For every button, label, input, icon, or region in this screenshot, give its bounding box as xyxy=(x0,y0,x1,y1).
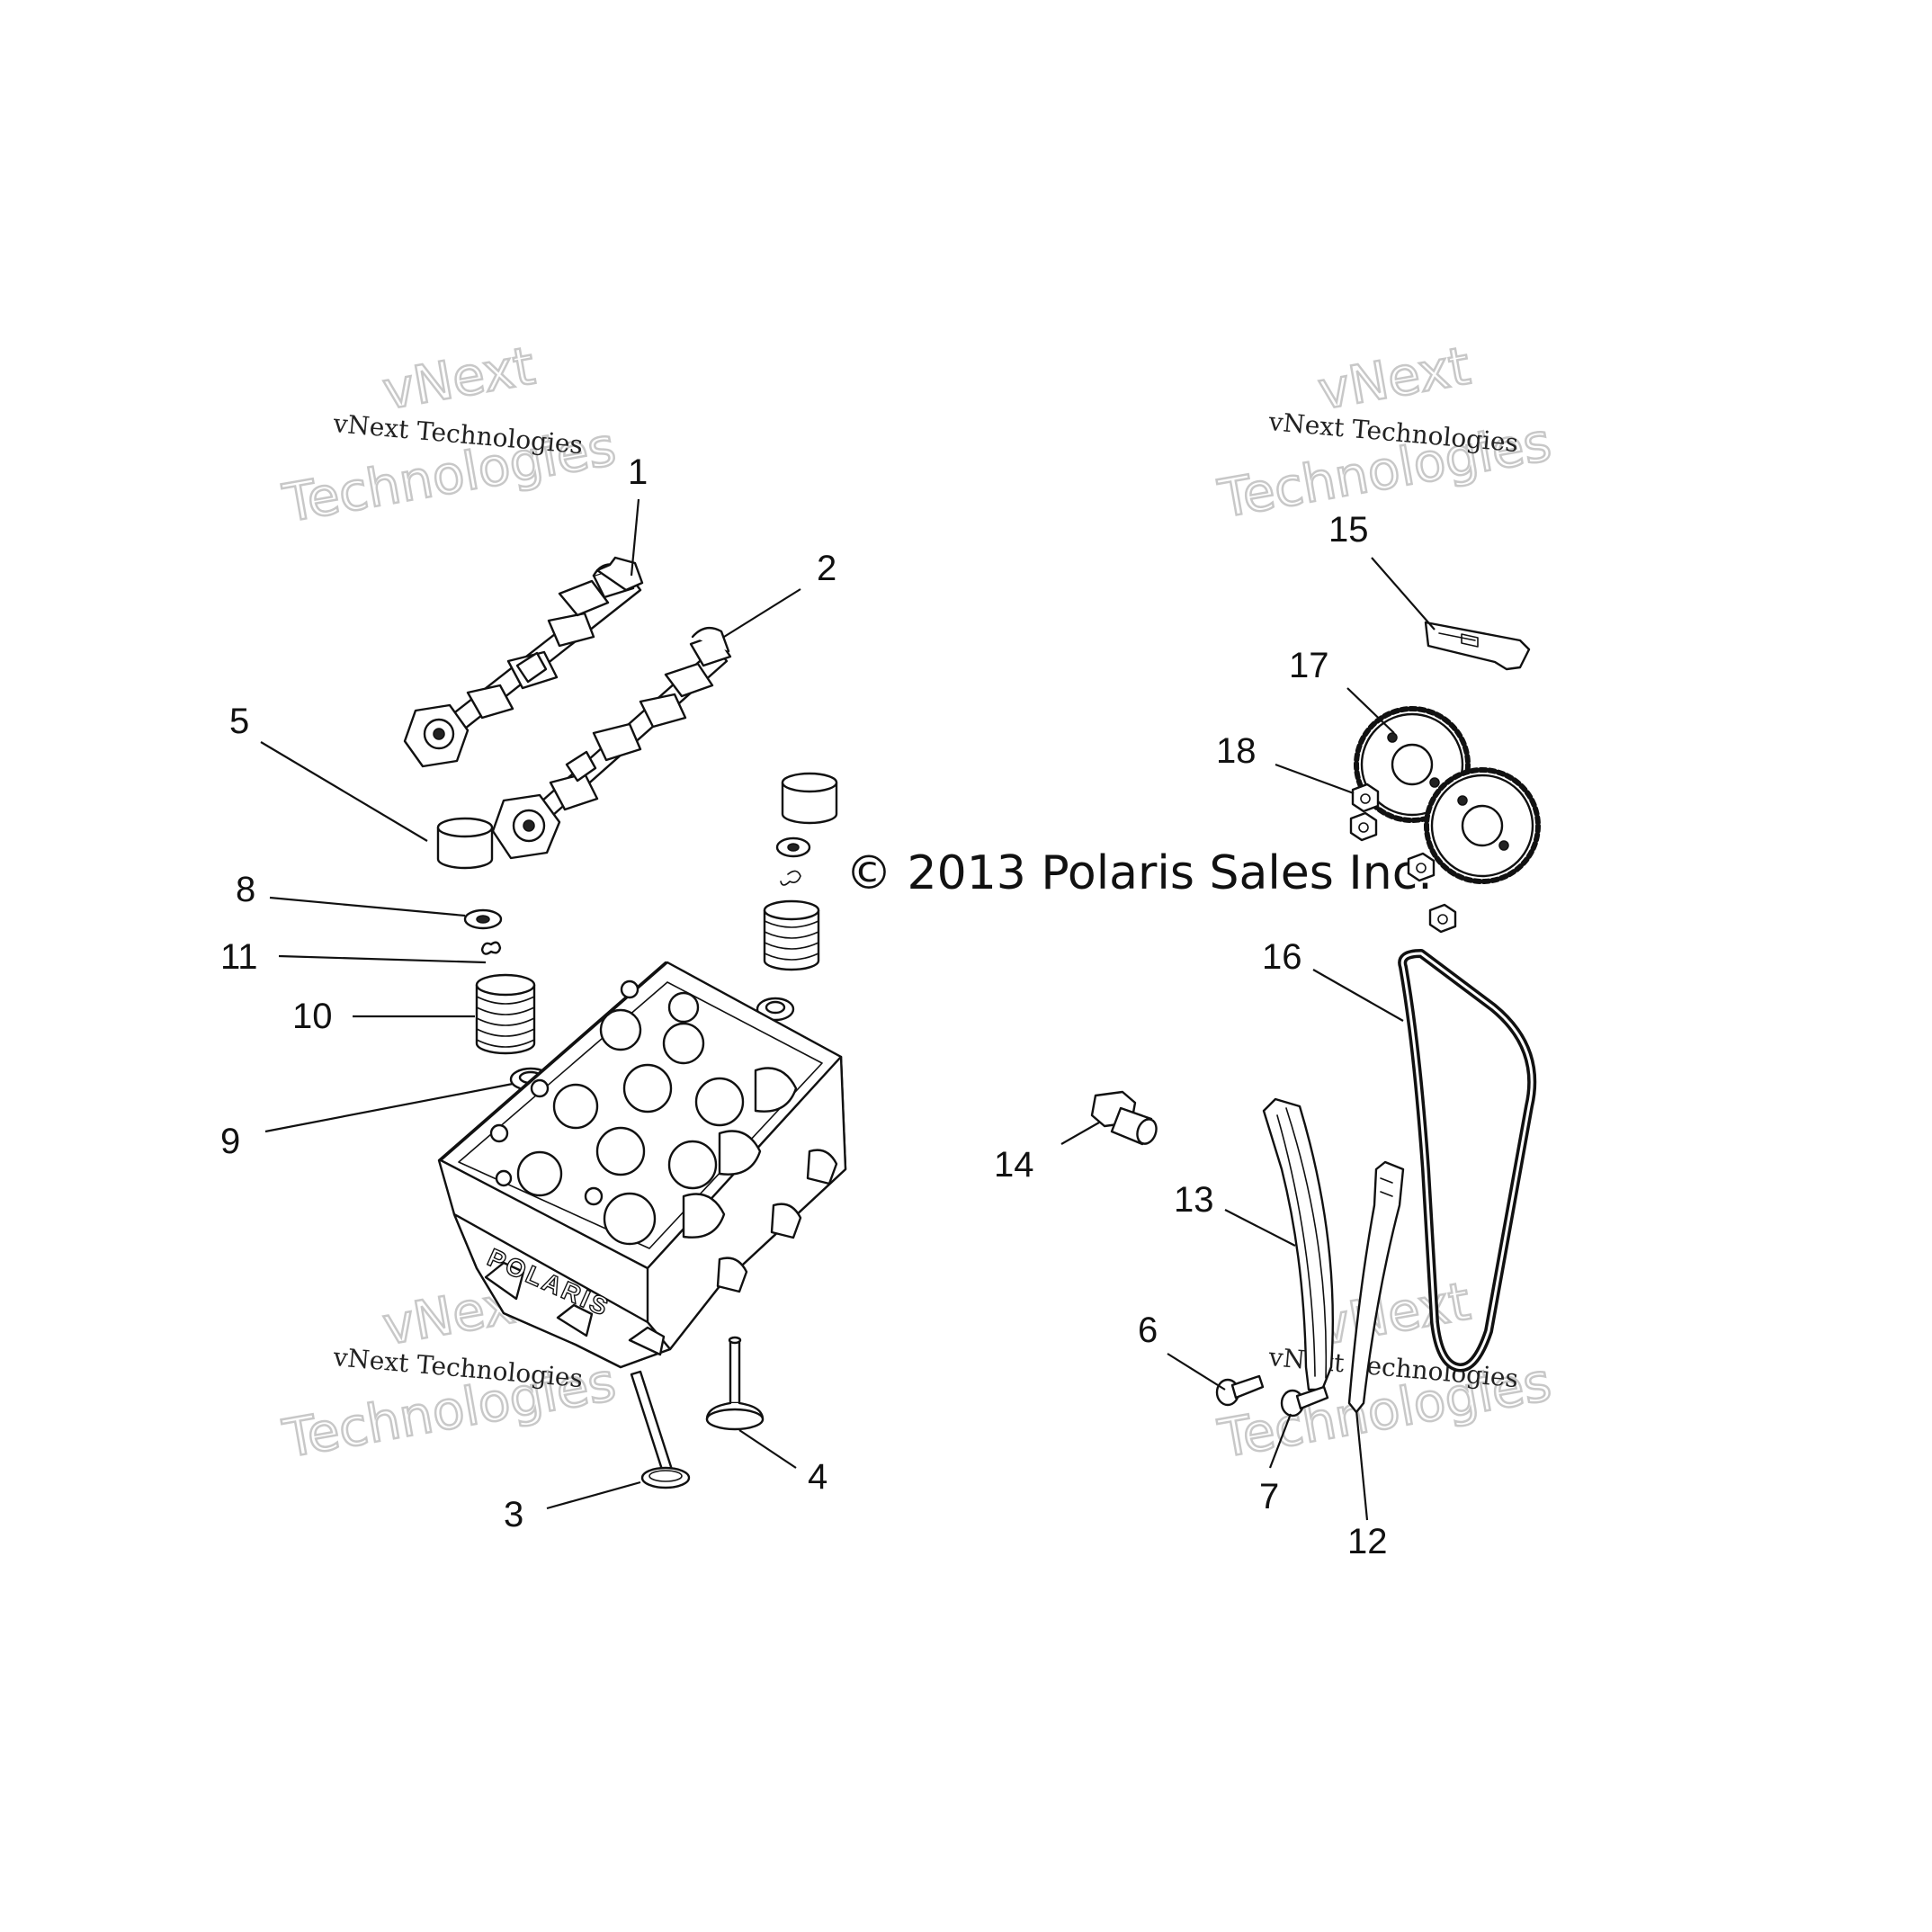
leader-18 xyxy=(1275,763,1355,795)
valve-spring[interactable] xyxy=(763,899,820,971)
leader-9 xyxy=(264,1082,514,1133)
valve-tappet[interactable] xyxy=(781,772,838,825)
callout-5: 5 xyxy=(229,702,249,741)
callout-16: 16 xyxy=(1262,937,1302,977)
chain-guide-top-15[interactable] xyxy=(1424,621,1531,671)
cylinder-head[interactable]: POLARIS xyxy=(437,961,847,1369)
valve-4[interactable] xyxy=(705,1336,765,1431)
callout-8: 8 xyxy=(236,870,255,909)
callout-11: 11 xyxy=(220,937,258,977)
callout-13: 13 xyxy=(1174,1180,1214,1220)
tensioner-guide-13[interactable] xyxy=(1262,1097,1335,1391)
callout-1: 1 xyxy=(628,452,648,492)
sprocket-bolt[interactable] xyxy=(1428,903,1457,934)
leader-13 xyxy=(1224,1209,1296,1247)
watermark-top-right: vNext Technologies vNext Technologies xyxy=(1212,334,1556,531)
chain-guide-12[interactable] xyxy=(1347,1160,1405,1414)
callout-9: 9 xyxy=(220,1122,240,1161)
callout-12: 12 xyxy=(1347,1522,1388,1561)
leader-6 xyxy=(1167,1353,1226,1391)
sprocket-bolt[interactable] xyxy=(1349,811,1378,842)
callout-4: 4 xyxy=(808,1457,827,1497)
chain-tensioner-14[interactable] xyxy=(1090,1090,1159,1147)
watermark-big-vnext: vNext xyxy=(1314,1270,1475,1356)
valve-keeper[interactable] xyxy=(780,870,801,886)
copyright-notice: © 2013 Polaris Sales Inc. xyxy=(845,846,1433,900)
watermark-big-vnext: vNext xyxy=(1314,335,1475,421)
leader-15 xyxy=(1371,557,1436,631)
leader-1 xyxy=(630,498,640,577)
leader-11 xyxy=(278,954,487,964)
leader-8 xyxy=(269,896,466,917)
camshaft-1[interactable] xyxy=(403,556,644,768)
leader-7 xyxy=(1268,1413,1292,1469)
valve-3[interactable] xyxy=(630,1370,691,1489)
cam-chain-16[interactable] xyxy=(1398,949,1537,1373)
callout-10: 10 xyxy=(292,997,333,1036)
camshaft-2[interactable] xyxy=(491,626,732,860)
callout-2: 2 xyxy=(817,549,836,588)
spring-retainer[interactable] xyxy=(775,836,811,858)
spring-retainer-8[interactable] xyxy=(463,908,503,930)
guide-bolt-6[interactable] xyxy=(1215,1374,1265,1407)
leader-14 xyxy=(1060,1122,1100,1145)
callout-15: 15 xyxy=(1328,510,1369,550)
callout-17: 17 xyxy=(1289,646,1329,685)
callout-7: 7 xyxy=(1259,1477,1279,1516)
leader-4 xyxy=(738,1429,797,1469)
sprocket-bolt[interactable] xyxy=(1407,852,1436,882)
leader-lines xyxy=(260,498,1436,1521)
cam-sprocket[interactable] xyxy=(1424,767,1541,884)
callout-14: 14 xyxy=(994,1145,1034,1185)
watermark-top-left: vNext Technologies vNext Technologies xyxy=(277,334,621,535)
leader-16 xyxy=(1312,969,1404,1022)
callout-6: 6 xyxy=(1138,1310,1158,1350)
leader-12 xyxy=(1355,1409,1369,1521)
valve-keeper-11[interactable] xyxy=(480,941,502,955)
leader-5 xyxy=(260,741,428,842)
valve-spring-10[interactable] xyxy=(475,973,536,1055)
watermark-big-vnext: vNext xyxy=(379,335,540,421)
callout-labels: 1 2 3 4 5 6 7 8 9 10 11 12 13 14 15 16 1… xyxy=(220,452,1388,1561)
sprocket-bolt-18[interactable] xyxy=(1351,783,1380,813)
callout-3: 3 xyxy=(504,1495,523,1534)
guide-bolt-7[interactable] xyxy=(1280,1385,1329,1418)
leader-2 xyxy=(723,588,801,638)
leader-17 xyxy=(1346,687,1395,734)
valve-tappet-5[interactable] xyxy=(436,817,494,870)
callout-18: 18 xyxy=(1216,731,1257,771)
leader-3 xyxy=(546,1480,641,1510)
watermark-bottom-right: vNext Technologies vNext Technologies xyxy=(1212,1269,1556,1471)
